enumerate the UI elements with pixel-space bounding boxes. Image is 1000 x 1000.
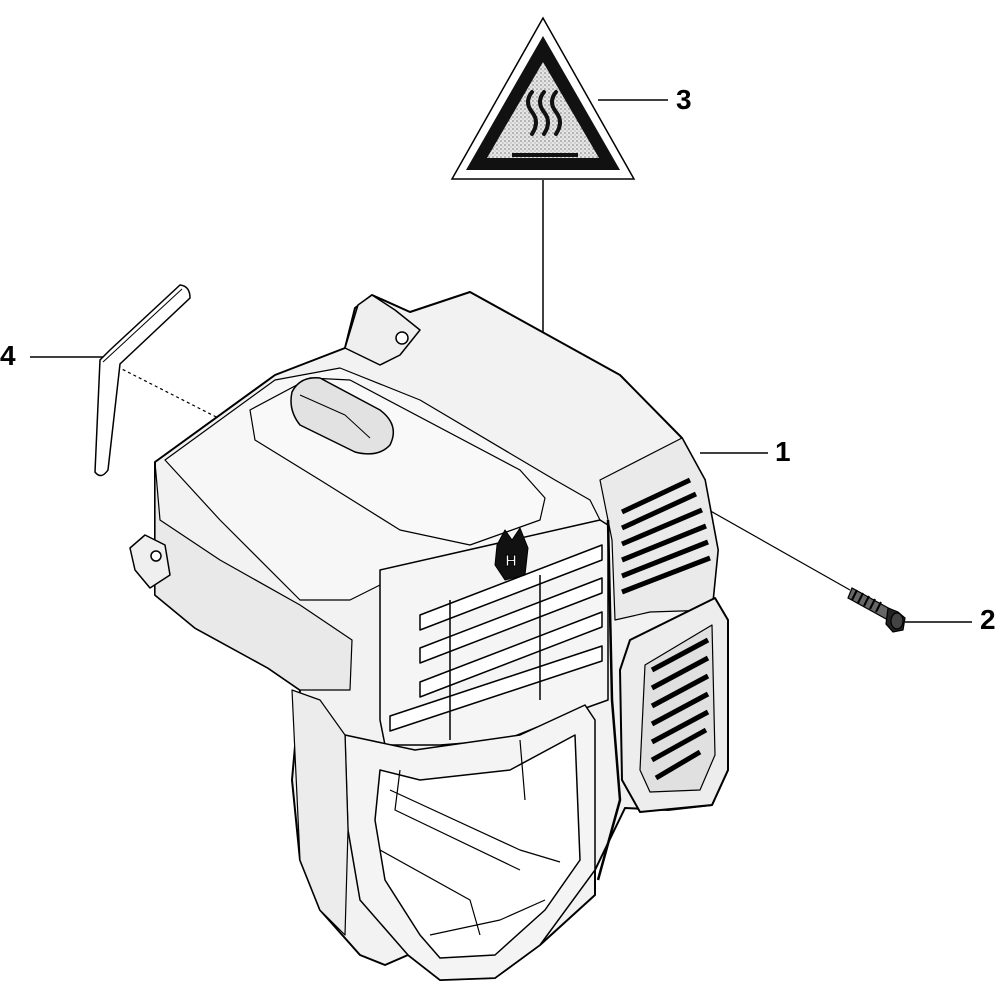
- screw: [847, 587, 906, 633]
- callout-4: 4: [0, 340, 16, 371]
- callout-1: 1: [775, 436, 791, 467]
- left-mounting-lug: [129, 534, 171, 589]
- cover-grip-slot: [290, 377, 395, 455]
- front-grille-slats: [389, 544, 603, 732]
- svg-text:H: H: [505, 553, 517, 570]
- hex-key: [94, 284, 191, 477]
- top-mounting-lug: [344, 294, 421, 366]
- heat-waves-icon: [526, 90, 562, 136]
- cylinder-cover: H: [129, 291, 729, 981]
- callout-3: 3: [676, 84, 692, 115]
- brand-logo-icon: H: [494, 527, 529, 581]
- grille-posts: [449, 575, 541, 740]
- hot-surface-warning-label: [450, 16, 636, 180]
- upper-right-vents: [620, 477, 711, 595]
- lower-right-vents: [650, 637, 710, 781]
- callout-2: 2: [980, 604, 996, 635]
- lower-opening: [374, 734, 581, 959]
